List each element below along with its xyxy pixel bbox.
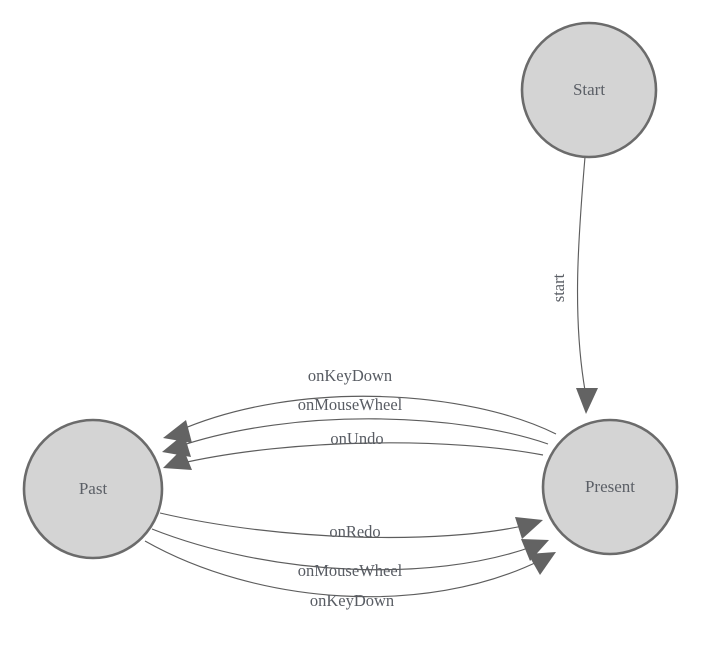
edge-line <box>177 395 557 435</box>
node-circle <box>541 418 679 556</box>
edge-label: onKeyDown <box>310 591 394 610</box>
edge-line <box>176 418 549 448</box>
state-node-start[interactable]: Start <box>520 21 658 159</box>
edges-layer <box>144 156 598 598</box>
node-label: Past <box>79 479 108 498</box>
arrowhead-icon <box>576 388 598 414</box>
edge-line <box>576 156 587 397</box>
edge-present-past-undo[interactable] <box>163 442 544 470</box>
edge-label: onUndo <box>330 429 383 448</box>
state-node-present[interactable]: Present <box>541 418 679 556</box>
edge-line <box>144 540 542 598</box>
edge-line <box>177 442 544 465</box>
arrowhead-icon <box>528 552 556 575</box>
node-circle <box>22 418 164 560</box>
edge-past-present-keydown[interactable] <box>144 540 556 598</box>
node-circle <box>520 21 658 159</box>
node-label: Start <box>573 80 605 99</box>
edge-label: onMouseWheel <box>298 395 403 414</box>
edge-line <box>159 512 528 539</box>
arrowhead-icon <box>163 448 192 470</box>
edge-label: onRedo <box>329 522 380 541</box>
edge-label: onKeyDown <box>308 366 392 385</box>
edge-label: onMouseWheel <box>298 561 403 580</box>
edge-past-present-redo[interactable] <box>159 512 543 539</box>
edge-past-present-mousewheel[interactable] <box>151 528 549 571</box>
edge-line <box>151 528 535 571</box>
arrowhead-icon <box>515 517 543 539</box>
edge-start-present[interactable] <box>576 156 598 414</box>
arrowhead-icon <box>521 539 549 561</box>
node-label: Present <box>585 477 635 496</box>
edge-labels-layer: start onKeyDown onMouseWheel onUndo onRedo on… <box>298 273 568 609</box>
edge-label: start <box>549 273 568 302</box>
state-node-past[interactable]: Past <box>22 418 164 560</box>
